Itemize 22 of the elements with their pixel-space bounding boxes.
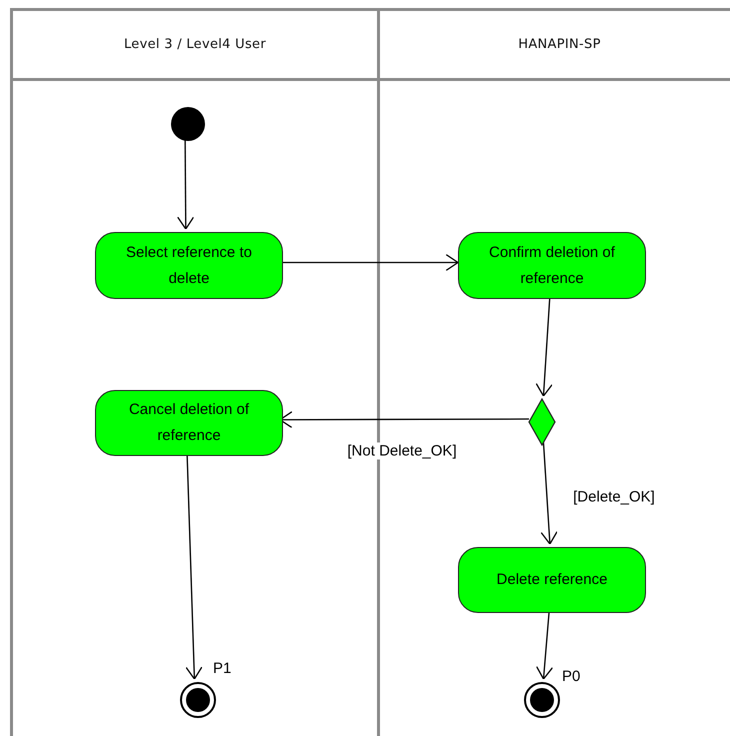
action-label: Confirm deletion of reference — [488, 242, 616, 288]
action-node — [458, 547, 646, 613]
arrow — [280, 254, 459, 272]
action-node — [95, 232, 283, 299]
action-node — [95, 390, 283, 456]
lane-header: HANAPIN-SP — [380, 11, 730, 81]
start-node — [171, 107, 205, 141]
action-label: Delete reference — [496, 570, 608, 590]
arrow — [177, 138, 194, 230]
end-label: P1 — [213, 660, 232, 677]
action-label: Cancel deletion of reference — [128, 400, 250, 446]
action-node — [458, 232, 646, 299]
edge-label: [Not Delete_OK] — [346, 442, 458, 460]
lane-header: Level 3 / Level4 User — [13, 11, 377, 81]
decision-diamond — [528, 398, 556, 446]
swimlane — [10, 8, 380, 736]
end-label: P0 — [562, 668, 580, 685]
action-label: Select reference to delete — [125, 242, 253, 288]
arrow — [540, 442, 558, 545]
edge-label: [Delete_OK] — [572, 488, 656, 506]
end-node — [524, 682, 560, 718]
end-node — [180, 682, 216, 718]
